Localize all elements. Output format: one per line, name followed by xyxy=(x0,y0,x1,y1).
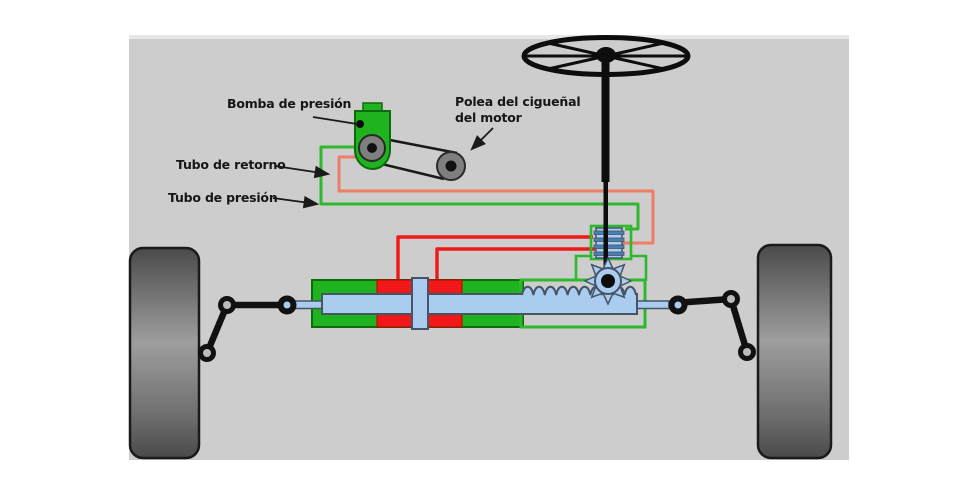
pulley-leader-arrow xyxy=(470,127,494,151)
piston xyxy=(411,277,429,330)
right-tire xyxy=(756,243,833,460)
chamber-top-left xyxy=(376,279,413,296)
crankshaft-pulley-hub xyxy=(445,160,457,172)
left-outer-joint-center xyxy=(223,301,231,309)
label-crank-pulley-line1: Polea del cigueñal xyxy=(455,94,580,109)
pinion-housing-left xyxy=(574,254,591,281)
label-return-tube: Tubo de retorno xyxy=(176,157,286,172)
pinion-housing-right xyxy=(631,254,648,281)
pinion-gear-hub xyxy=(601,274,615,288)
left-tire xyxy=(128,246,201,460)
return-tube-line xyxy=(337,155,655,245)
valve-housing-outline xyxy=(589,224,633,261)
fluid-chambers xyxy=(376,279,463,328)
steering-wheel-rim xyxy=(521,35,691,77)
right-wheel-joint-center xyxy=(743,348,751,356)
steering-rack xyxy=(293,277,670,330)
label-crank-pulley-line2: del motor xyxy=(455,110,523,125)
hydraulic-line-right-chamber xyxy=(435,247,595,281)
pump-leader-line xyxy=(312,116,358,125)
pressure-tube-line xyxy=(319,145,640,231)
steering-column-upper xyxy=(601,58,610,182)
hydraulic-line-left-chamber xyxy=(396,235,593,281)
steering-wheel-spoke xyxy=(547,54,607,71)
left-rack-rod xyxy=(293,300,325,310)
leader-lines xyxy=(272,116,494,209)
right-knuckle-arm xyxy=(727,298,751,353)
pump-port-dot xyxy=(356,120,364,128)
left-tie-rod xyxy=(198,295,297,362)
chamber-bottom-left xyxy=(376,312,413,328)
valve-ring xyxy=(593,251,625,256)
steering-wheel-spoke xyxy=(605,54,665,71)
valve-ring xyxy=(593,237,625,242)
right-tie-rod xyxy=(668,290,756,361)
right-outer-joint-center xyxy=(727,295,735,303)
chamber-top-right xyxy=(427,279,463,296)
rack-bar xyxy=(321,293,638,315)
right-ball-joint-center xyxy=(674,301,682,309)
steering-wheel xyxy=(521,35,691,77)
pressure-pump-assembly xyxy=(354,102,466,181)
return-tube-leader-arrow xyxy=(274,165,331,179)
valve-ring xyxy=(593,230,625,235)
chamber-bottom-right xyxy=(427,312,463,328)
steering-column-lower xyxy=(603,178,608,276)
left-ball-joint-center xyxy=(283,301,291,309)
label-pressure-tube: Tubo de presión xyxy=(168,190,278,205)
right-rack-rod xyxy=(636,300,670,310)
valve-ring xyxy=(593,244,625,249)
left-wheel-joint-center xyxy=(203,349,211,357)
pressure-tube-leader-arrow xyxy=(272,195,320,209)
steering-column xyxy=(601,58,610,276)
rotary-valve xyxy=(593,227,625,259)
steering-wheel-hub xyxy=(596,47,616,63)
pinion-gear xyxy=(583,256,633,306)
pump-pulley-hub xyxy=(367,143,377,153)
label-pump: Bomba de presión xyxy=(227,96,351,111)
valve-housing xyxy=(574,224,648,281)
background-top-highlight xyxy=(129,35,849,39)
